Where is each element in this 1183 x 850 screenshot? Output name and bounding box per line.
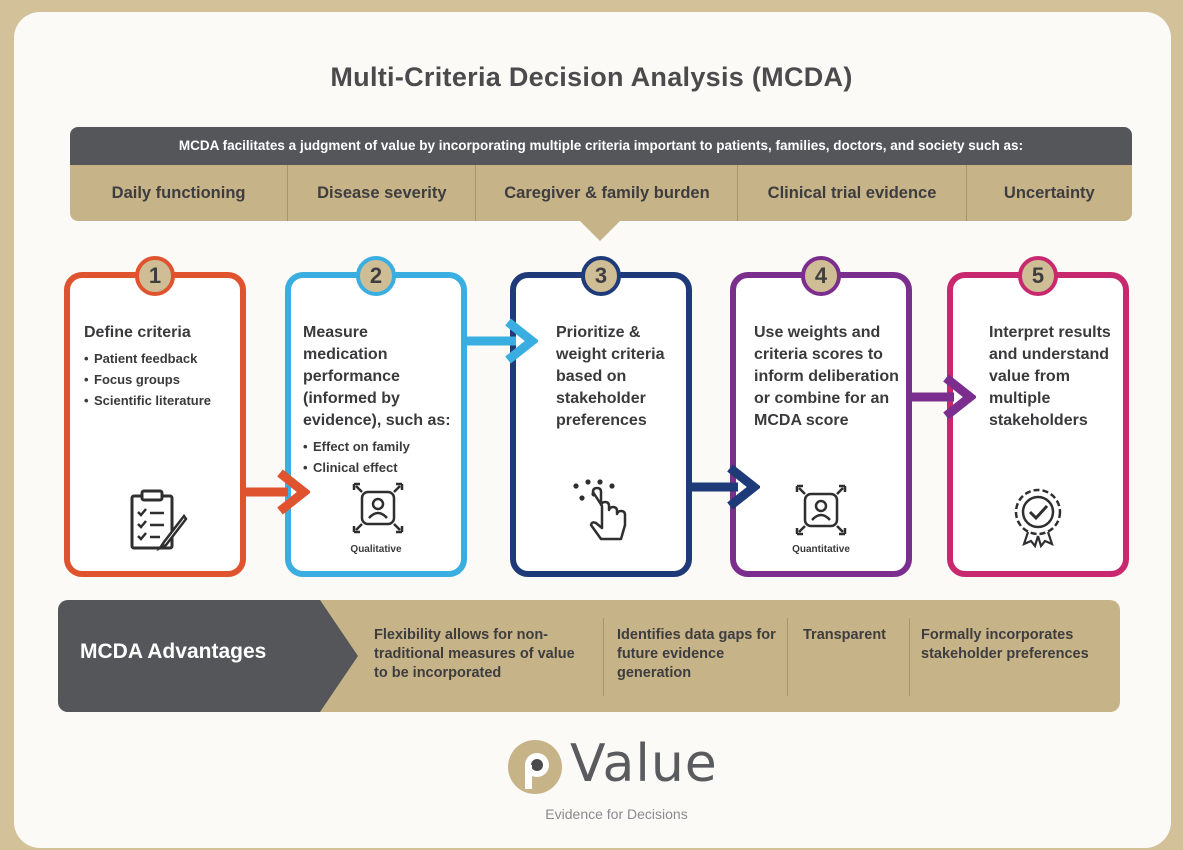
- step-number-badge: 2: [356, 256, 396, 296]
- logo-wordmark: Value: [570, 734, 718, 794]
- step-card-3: 3 Prioritize & weight criteria based on …: [510, 256, 692, 577]
- criterion-uncertainty: Uncertainty: [1003, 184, 1095, 202]
- advantage-item-flexibility: Flexibility allows for non-traditional m…: [374, 627, 575, 681]
- hand-pointer-icon: [573, 479, 627, 541]
- advantage-item-data-gaps: Identifies data gaps for future evidence…: [617, 627, 776, 681]
- page-title: Multi-Criteria Decision Analysis (MCDA): [330, 62, 853, 92]
- bullet-item: Effect on family: [303, 438, 453, 455]
- step-card-2: 2 Measure medication performance (inform…: [285, 256, 467, 577]
- bullet-item: Scientific literature: [84, 392, 234, 409]
- criterion-daily-functioning: Daily functioning: [70, 165, 289, 221]
- step-number-badge: 5: [1018, 256, 1058, 296]
- step-title: Use weights and criteria scores to infor…: [754, 324, 899, 429]
- arrow-right-icon: [244, 469, 310, 515]
- logo-tagline: Evidence for Decisions: [545, 806, 688, 822]
- step-bullets: Effect on family Clinical effect: [303, 438, 453, 476]
- step-title: Define criteria: [84, 324, 191, 341]
- step-title: Interpret results and understand value f…: [989, 324, 1111, 429]
- step-bullets: Patient feedback Focus groups Scientific…: [84, 350, 234, 409]
- step-description: Define criteria Patient feedback Focus g…: [84, 322, 234, 413]
- step-card-1: 1 Define criteria Patient feedback Focus…: [64, 256, 246, 577]
- step-title: Prioritize & weight criteria based on st…: [556, 324, 665, 429]
- step-description: Interpret results and understand value f…: [989, 322, 1119, 432]
- advantage-divider: [787, 618, 788, 696]
- advantage-divider: [603, 618, 604, 696]
- arrow-right-icon: [690, 464, 760, 510]
- advantage-item-stakeholder-preferences: Formally incorporates stakeholder prefer…: [921, 627, 1089, 662]
- step-title: Measure medication performance (informed…: [303, 324, 451, 429]
- advantages-title: MCDA Advantages: [80, 640, 267, 663]
- step-number-badge: 3: [581, 256, 621, 296]
- step-card-5: 5 Interpret results and understand value…: [947, 256, 1129, 577]
- advantages-header-block: [58, 600, 358, 712]
- bullet-item: Patient feedback: [84, 350, 234, 367]
- bullet-item: Clinical effect: [303, 459, 453, 476]
- criterion-disease-severity: Disease severity: [288, 165, 477, 221]
- person-measure-icon: [795, 484, 847, 536]
- award-check-icon: [1014, 488, 1062, 548]
- banner-pointer: [578, 219, 622, 241]
- checklist-icon: [130, 489, 188, 552]
- criteria-intro: MCDA facilitates a judgment of value by …: [70, 127, 1132, 165]
- advantage-item-transparent: Transparent: [803, 627, 886, 643]
- step-description: Measure medication performance (informed…: [303, 322, 453, 480]
- arrow-right-icon: [906, 374, 976, 420]
- step-card-4: 4 Use weights and criteria scores to inf…: [730, 256, 912, 577]
- arrow-right-icon: [466, 318, 538, 364]
- pvalue-logo-icon: p: [508, 740, 562, 794]
- criterion-clinical-trial-evidence: Clinical trial evidence: [738, 165, 967, 221]
- advantage-divider: [909, 618, 910, 696]
- step-number-badge: 1: [135, 256, 175, 296]
- person-measure-icon: [352, 482, 404, 534]
- criteria-list: Daily functioning Disease severity Careg…: [70, 165, 1132, 221]
- step-description: Prioritize & weight criteria based on st…: [556, 322, 681, 432]
- icon-caption: Qualitative: [350, 544, 402, 555]
- step-description: Use weights and criteria scores to infor…: [754, 322, 899, 432]
- bullet-item: Focus groups: [84, 371, 234, 388]
- criterion-caregiver-burden: Caregiver & family burden: [476, 165, 739, 221]
- icon-caption: Quantitative: [792, 544, 850, 555]
- step-number-badge: 4: [801, 256, 841, 296]
